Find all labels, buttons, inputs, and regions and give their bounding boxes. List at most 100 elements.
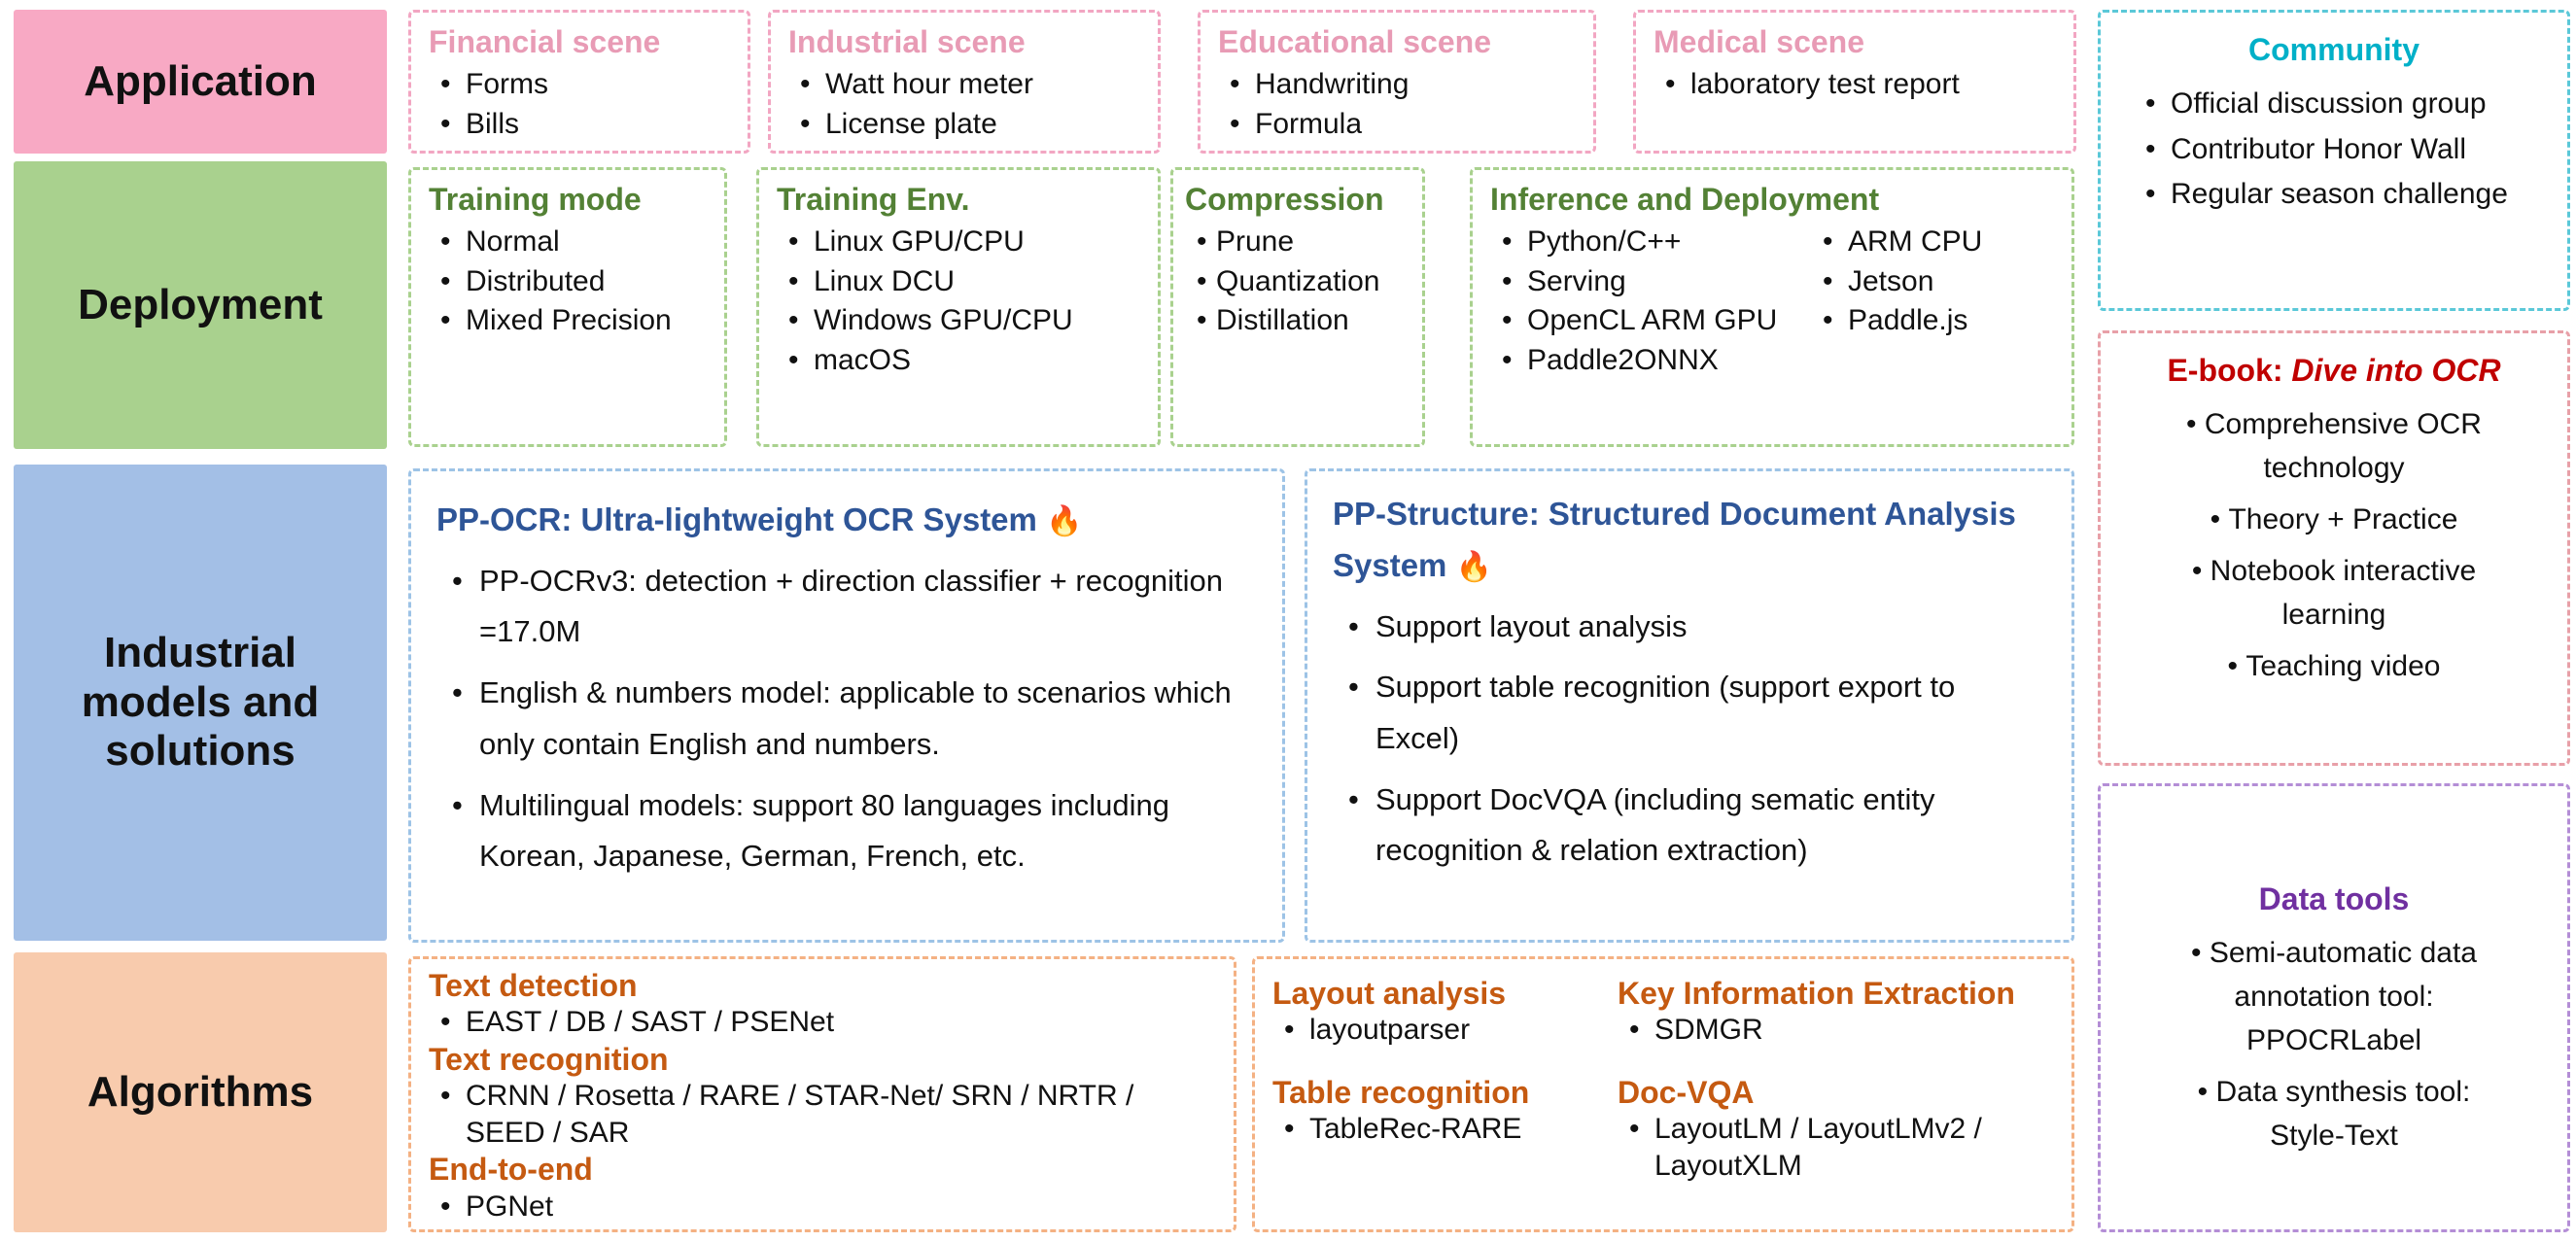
pp-structure-list: Support layout analysis Support table re… <box>1333 602 2046 877</box>
list-item: ARM CPU <box>1811 223 2054 262</box>
table-recognition-list: TableRec-RARE <box>1272 1111 1579 1148</box>
list-item: Bills <box>429 105 730 145</box>
list-item: Notebook interactive learning <box>2151 549 2517 637</box>
industrial-scene-box: Industrial scene Watt hour meter License… <box>768 10 1161 154</box>
list-item: English & numbers model: applicable to s… <box>436 668 1257 770</box>
list-item: Paddle2ONNX <box>1490 341 1811 381</box>
financial-scene-list: Forms Bills <box>429 65 730 144</box>
medical-scene-box: Medical scene laboratory test report <box>1633 10 2076 154</box>
training-mode-list: Normal Distributed Mixed Precision <box>429 223 707 341</box>
community-title: Community <box>2248 32 2419 67</box>
data-tools-box: Data tools Semi-automatic data annotatio… <box>2098 783 2570 1232</box>
key-information-extraction-list: SDMGR <box>1618 1012 2054 1049</box>
medical-scene-title: Medical scene <box>1654 24 1864 59</box>
text-recognition-title: Text recognition <box>429 1041 669 1077</box>
row-label-industrial: Industrial models and solutions <box>14 465 387 941</box>
ebook-box: E-book: Dive into OCR Comprehensive OCR … <box>2098 330 2570 766</box>
layout-analysis-title: Layout analysis <box>1272 976 1507 1011</box>
text-detection-title: Text detection <box>429 968 638 1003</box>
ebook-list: Comprehensive OCR technology Theory + Pr… <box>2151 402 2517 688</box>
list-item: Theory + Practice <box>2151 498 2517 541</box>
pp-ocr-title: PP-OCR: Ultra-lightweight OCR System <box>436 501 1037 537</box>
list-item: Mixed Precision <box>429 301 707 341</box>
educational-scene-list: Handwriting Formula <box>1218 65 1576 144</box>
compression-list: Prune Quantization Distillation <box>1185 223 1414 341</box>
list-item: PGNet <box>429 1189 1216 1225</box>
list-item: Linux DCU <box>777 262 1140 302</box>
ebook-title: E-book: Dive into OCR <box>2151 353 2517 389</box>
table-recognition-title: Table recognition <box>1272 1074 1530 1110</box>
industrial-scene-list: Watt hour meter License plate <box>788 65 1140 144</box>
list-item: Linux GPU/CPU <box>777 223 1140 262</box>
list-item: Python/C++ <box>1490 223 1811 262</box>
key-information-extraction-title: Key Information Extraction <box>1618 976 2015 1011</box>
algorithms-right-col2: Key Information Extraction SDMGR Doc-VQA… <box>1579 975 2054 1184</box>
financial-scene-title: Financial scene <box>429 24 661 59</box>
data-tools-list: Semi-automatic data annotation tool: PPO… <box>2159 931 2509 1157</box>
list-item: Distillation <box>1185 301 1414 341</box>
list-item: PP-OCRv3: detection + direction classifi… <box>436 556 1257 658</box>
list-item: Teaching video <box>2151 644 2517 688</box>
list-item: Distributed <box>429 262 707 302</box>
training-env-list: Linux GPU/CPU Linux DCU Windows GPU/CPU … <box>777 223 1140 380</box>
row-label-text: Application <box>84 56 317 105</box>
row-label-text: Industrial models and solutions <box>81 629 320 776</box>
medical-scene-list: laboratory test report <box>1654 65 2056 105</box>
layout-analysis-list: layoutparser <box>1272 1012 1579 1049</box>
list-item: Quantization <box>1185 262 1414 302</box>
list-item: macOS <box>777 341 1140 381</box>
list-item: Official discussion group <box>2134 82 2546 127</box>
ebook-title-prefix: E-book: <box>2167 353 2292 388</box>
list-item: Semi-automatic data annotation tool: PPO… <box>2159 931 2509 1062</box>
list-item: Handwriting <box>1218 65 1576 105</box>
list-item: Windows GPU/CPU <box>777 301 1140 341</box>
doc-vqa-title: Doc-VQA <box>1618 1074 1755 1110</box>
doc-vqa-list: LayoutLM / LayoutLMv2 / LayoutXLM <box>1618 1111 2054 1184</box>
list-item: EAST / DB / SAST / PSENet <box>429 1004 1216 1041</box>
data-tools-title: Data tools <box>2258 881 2410 916</box>
training-mode-box: Training mode Normal Distributed Mixed P… <box>408 167 727 447</box>
pp-structure-title: PP-Structure: Structured Document Analys… <box>1333 496 2016 583</box>
list-item: laboratory test report <box>1654 65 2056 105</box>
algorithms-right-col1: Layout analysis layoutparser Table recog… <box>1272 975 1579 1184</box>
text-recognition-list: CRNN / Rosetta / RARE / STAR-Net/ SRN / … <box>429 1078 1216 1151</box>
list-item: Jetson <box>1811 262 2054 302</box>
list-item: Normal <box>429 223 707 262</box>
inference-list-col2: ARM CPU Jetson Paddle.js <box>1811 223 2054 380</box>
row-label-algorithms: Algorithms <box>14 952 387 1232</box>
list-item: License plate <box>788 105 1140 145</box>
inference-list-col1: Python/C++ Serving OpenCL ARM GPU Paddle… <box>1490 223 1811 380</box>
fire-icon: 🔥 <box>1046 505 1083 537</box>
algorithms-left-box: Text detection EAST / DB / SAST / PSENet… <box>408 956 1236 1232</box>
community-box: Community Official discussion group Cont… <box>2098 10 2570 311</box>
end-to-end-list: PGNet <box>429 1189 1216 1225</box>
pp-ocr-list: PP-OCRv3: detection + direction classifi… <box>436 556 1257 882</box>
end-to-end-title: End-to-end <box>429 1152 593 1188</box>
ebook-title-name: Dive into OCR <box>2291 353 2501 388</box>
row-label-text: Deployment <box>78 280 323 328</box>
training-mode-title: Training mode <box>429 182 642 217</box>
list-item: Support layout analysis <box>1333 602 2046 653</box>
inference-deployment-title: Inference and Deployment <box>1490 182 1880 217</box>
list-item: Prune <box>1185 223 1414 262</box>
training-env-title: Training Env. <box>777 182 970 217</box>
list-item: layoutparser <box>1272 1012 1579 1049</box>
list-item: LayoutLM / LayoutLMv2 / LayoutXLM <box>1618 1111 2054 1184</box>
list-item: Forms <box>429 65 730 105</box>
list-item: Paddle.js <box>1811 301 2054 341</box>
list-item: Support table recognition (support expor… <box>1333 662 2046 764</box>
compression-title: Compression <box>1185 182 1384 217</box>
financial-scene-box: Financial scene Forms Bills <box>408 10 750 154</box>
list-item: OpenCL ARM GPU <box>1490 301 1811 341</box>
fire-icon: 🔥 <box>1455 550 1492 583</box>
list-item: Support DocVQA (including sematic entity… <box>1333 775 2046 877</box>
list-item: Regular season challenge <box>2134 172 2546 218</box>
list-item: CRNN / Rosetta / RARE / STAR-Net/ SRN / … <box>429 1078 1216 1151</box>
community-list: Official discussion group Contributor Ho… <box>2122 82 2546 218</box>
list-item: Formula <box>1218 105 1576 145</box>
industrial-scene-title: Industrial scene <box>788 24 1026 59</box>
educational-scene-box: Educational scene Handwriting Formula <box>1198 10 1596 154</box>
list-item: Data synthesis tool: Style-Text <box>2159 1070 2509 1157</box>
list-item: Serving <box>1490 262 1811 302</box>
list-item: Multilingual models: support 80 language… <box>436 780 1257 882</box>
